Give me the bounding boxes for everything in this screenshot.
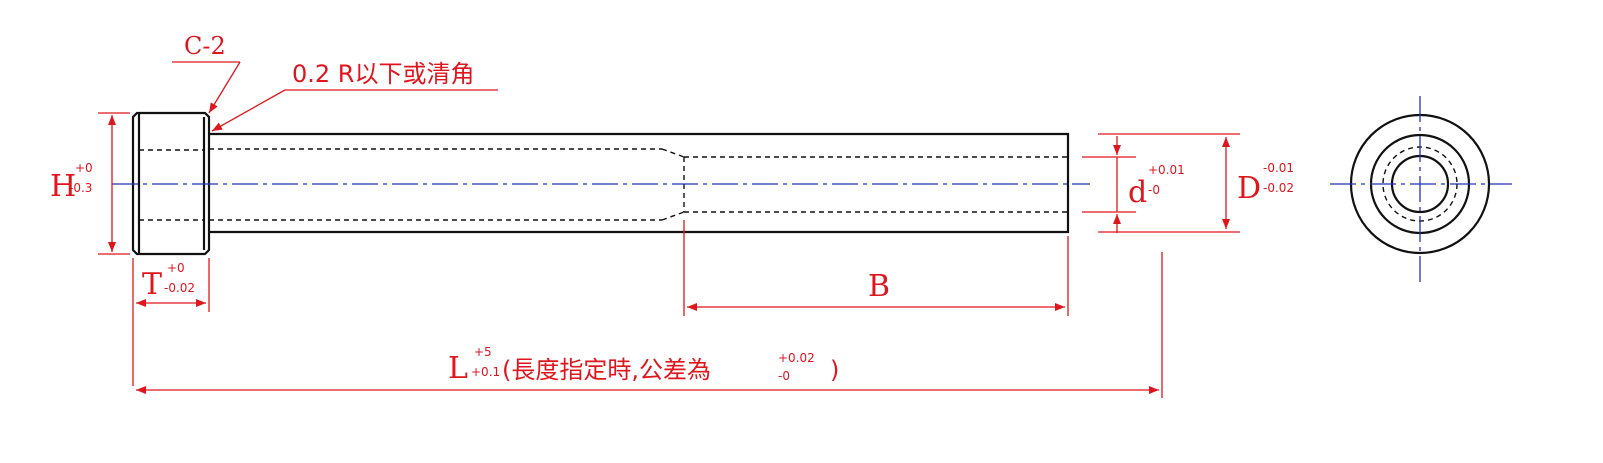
dim-d-tol-upper: +0.01 bbox=[1148, 163, 1185, 177]
dim-L-note-close: ) bbox=[830, 356, 839, 384]
dim-D-label: D bbox=[1237, 171, 1261, 206]
dimension-H: H +0 -0.3 bbox=[50, 112, 130, 255]
dim-H-tol-lower: -0.3 bbox=[69, 181, 92, 195]
step-hidden-line-top bbox=[661, 148, 685, 158]
dim-L-label: L bbox=[448, 351, 468, 386]
dim-B-label: B bbox=[868, 269, 890, 304]
dimension-D: D -0.01 -0.02 bbox=[1098, 133, 1294, 233]
dim-L-tol-lower: +0.1 bbox=[471, 365, 500, 379]
pin-body-outline bbox=[209, 132, 1070, 234]
dim-H-label: H bbox=[50, 169, 76, 204]
dim-H-tol-upper: +0 bbox=[75, 161, 93, 175]
dimension-L: L +5 +0.1 (長度指定時,公差為 +0.02 -0 ) bbox=[136, 252, 1163, 398]
step-hidden-line-bottom bbox=[661, 211, 685, 221]
end-view bbox=[1330, 96, 1512, 282]
dimension-d: d +0.01 -0 bbox=[1082, 136, 1185, 233]
dimension-B: B bbox=[683, 220, 1069, 316]
pin-head-outline bbox=[131, 111, 211, 256]
dim-D-tol-upper: -0.01 bbox=[1263, 161, 1294, 175]
dim-L-note: (長度指定時,公差為 bbox=[502, 356, 711, 384]
dim-T-tol-upper: +0 bbox=[167, 261, 185, 275]
dim-T-tol-lower: -0.02 bbox=[164, 281, 195, 295]
dim-L-note-tol-upper: +0.02 bbox=[778, 351, 815, 365]
dim-D-tol-lower: -0.02 bbox=[1263, 181, 1294, 195]
dim-d-label: d bbox=[1128, 175, 1147, 210]
chamfer-callout: C-2 bbox=[172, 32, 241, 114]
chamfer-label: C-2 bbox=[184, 32, 226, 60]
fillet-callout: 0.2 R以下或清角 bbox=[211, 60, 498, 132]
dim-L-note-tol-lower: -0 bbox=[778, 369, 790, 383]
fillet-note: 0.2 R以下或清角 bbox=[292, 60, 474, 88]
dim-L-tol-upper: +5 bbox=[474, 345, 492, 359]
dim-T-label: T bbox=[142, 267, 162, 302]
dimension-T: T +0 -0.02 bbox=[132, 258, 210, 386]
dim-d-tol-lower: -0 bbox=[1148, 183, 1160, 197]
side-view bbox=[112, 111, 1090, 256]
